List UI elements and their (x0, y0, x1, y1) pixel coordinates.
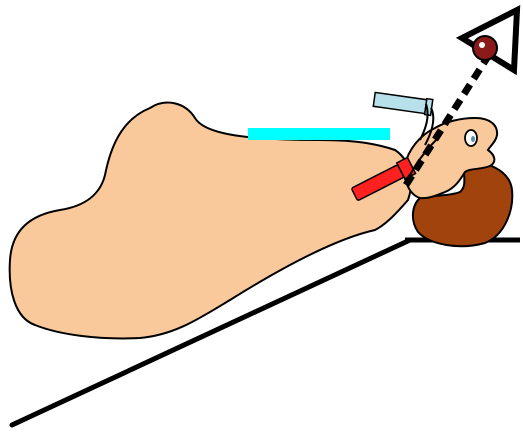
observer-eye (462, 10, 517, 70)
tube (373, 91, 433, 115)
cyan-bar (248, 128, 390, 140)
patient-eye (465, 130, 477, 146)
eye-icon (473, 36, 497, 60)
